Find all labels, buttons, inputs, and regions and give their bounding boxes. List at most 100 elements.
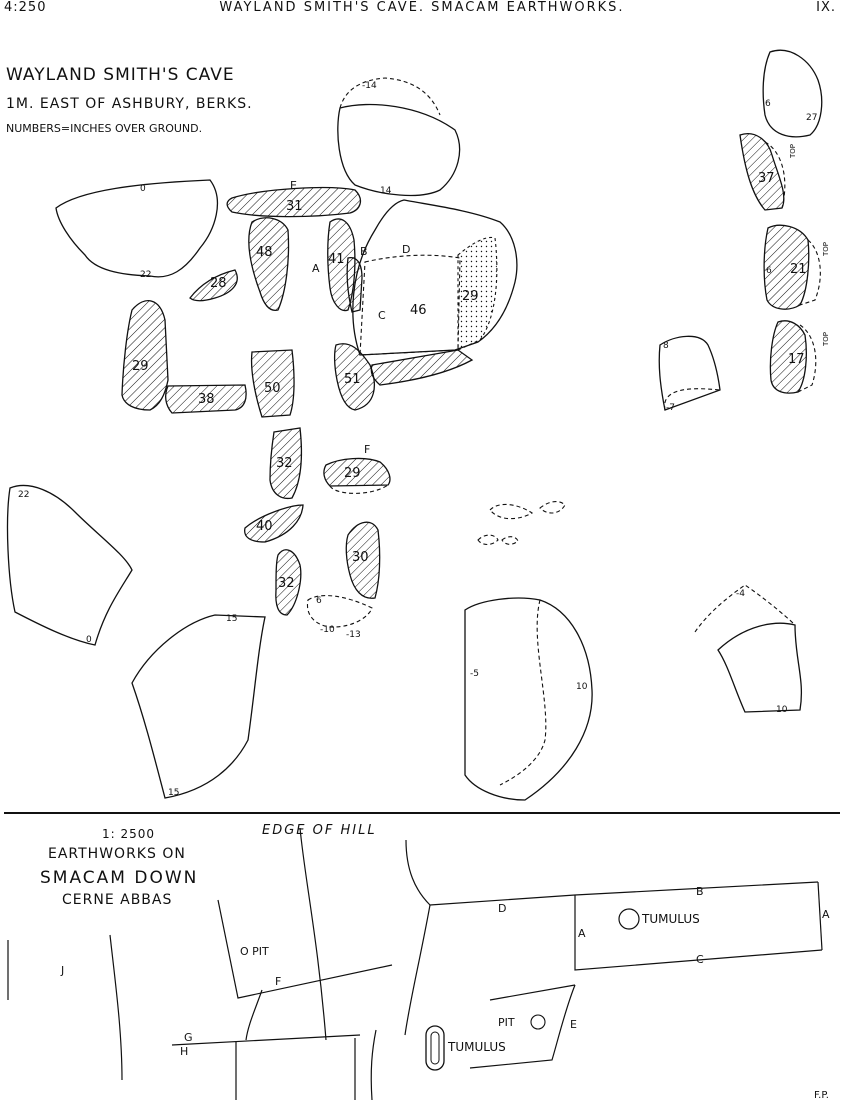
draughtsman-signature: F.P. [814,1090,829,1101]
level-figure: -14 [362,81,377,91]
stone-outline [764,141,786,209]
earthwork-bank [817,881,823,951]
plan-note: NUMBERS=INCHES OVER GROUND. [6,122,202,135]
stone-number: 51 [344,372,361,387]
top-marker: TOP [822,332,830,347]
stone-hatched [244,504,304,543]
stone-outline [359,254,461,356]
level-figure: -7 [666,403,675,413]
earthwork-letter: G [184,1031,193,1044]
earthwork-letter: C [696,953,704,966]
stone-outline [501,536,519,545]
stone-outline [762,49,823,138]
plan-subtitle: 1M. EAST OF ASHBURY, BERKS. [6,96,253,112]
earthwork-bank [299,827,327,1041]
wayland-plan: WAYLAND SMITH'S CAVE 1M. EAST OF ASHBURY… [6,49,830,801]
stone-number: 30 [352,550,369,565]
stone-outline [55,179,219,278]
earthwork-bank [370,1029,377,1101]
earthwork-bank [245,989,263,1041]
smacam-earthworks-plan: 1: 2500 EARTHWORKS ON SMACAM DOWN CERNE … [7,823,830,1101]
level-figure: 0 [140,184,146,194]
stone-letter: E [290,179,297,192]
level-figure: 10 [776,705,788,715]
stone-hatched [333,343,375,411]
stone-outline [352,199,518,356]
top-marker: TOP [789,144,797,159]
stone-outline [339,77,441,116]
stone-hatched [346,256,363,313]
level-figure: 0 [86,635,92,645]
stone-hatched [226,186,362,218]
lower-title-line-1: EARTHWORKS ON [48,846,186,862]
level-figure: 8 [663,341,669,351]
earthwork-letter: E [570,1018,577,1031]
stone-number: 28 [210,276,227,291]
level-figure: 10 [576,682,588,692]
earthwork-letter: H [180,1045,188,1058]
tumulus-label: TUMULUS [641,912,700,926]
stone-hatched [739,133,785,211]
earthwork-letter: A [578,927,586,940]
lower-title-line-2: SMACAM DOWN [40,868,198,888]
stone-letter: C [378,309,386,322]
earthwork-bank [404,904,431,1036]
earthwork-bank [405,839,819,906]
stone-outline [6,484,133,646]
stone-hatched [370,349,474,386]
stone-hatched [165,384,247,414]
plate-heading: WAYLAND SMITH'S CAVE. SMACAM EARTHWORKS. [219,0,625,15]
plate-number: IX. [816,0,836,15]
stone-outline [658,335,721,411]
level-figure: 22 [140,270,151,280]
stone-number: 50 [264,381,281,396]
earthwork-letter: D [498,902,506,915]
level-figure: 14 [380,186,392,196]
stone-number: 31 [286,199,303,214]
level-figure: 15 [226,614,237,624]
stone-outline [539,501,566,514]
level-figure: 27 [806,113,817,123]
level-figure: -5 [470,669,479,679]
stone-letter: D [402,243,410,256]
stone-outline [131,614,266,799]
stone-letter: A [312,262,320,275]
top-marker: TOP [822,242,830,257]
lower-scale-label: 1: 2500 [102,827,155,841]
stone-hatched [121,300,169,411]
stone-number: 32 [278,576,295,591]
stone-number: 29 [462,289,479,304]
tumulus-symbol [425,1025,445,1071]
pit-label: O PIT [240,945,269,958]
stone-number: 48 [256,245,273,260]
pit-label: PIT [498,1016,515,1029]
stone-letter: B [360,245,368,258]
stone-number: 40 [256,519,273,534]
stone-hatched [275,549,302,616]
plan-title: WAYLAND SMITH'S CAVE [6,65,235,85]
stone-hatched [189,269,238,302]
level-figure: -10 [320,625,335,635]
stone-outline [464,597,593,801]
stone-outline [337,103,461,197]
tumulus-label: TUMULUS [447,1040,506,1054]
tumulus-symbol [618,908,640,930]
earthwork-bank [109,934,123,1081]
stone-number: 17 [788,352,805,367]
stone-number: 29 [132,359,149,374]
tumulus-symbol [430,1031,440,1065]
stone-number: 29 [344,466,361,481]
level-figure: 15 [168,788,179,798]
earthwork-bank [217,899,393,999]
earthwork-letter: B [696,885,704,898]
stone-number: 21 [790,262,807,277]
level-figure: 6 [765,99,771,109]
level-figure: -13 [346,630,361,640]
stone-outline [664,388,721,411]
stone-outline [797,324,817,393]
level-figure: 22 [18,490,29,500]
stone-outline [799,239,821,306]
earthwork-bank [574,895,823,971]
stone-hatched [250,349,295,418]
